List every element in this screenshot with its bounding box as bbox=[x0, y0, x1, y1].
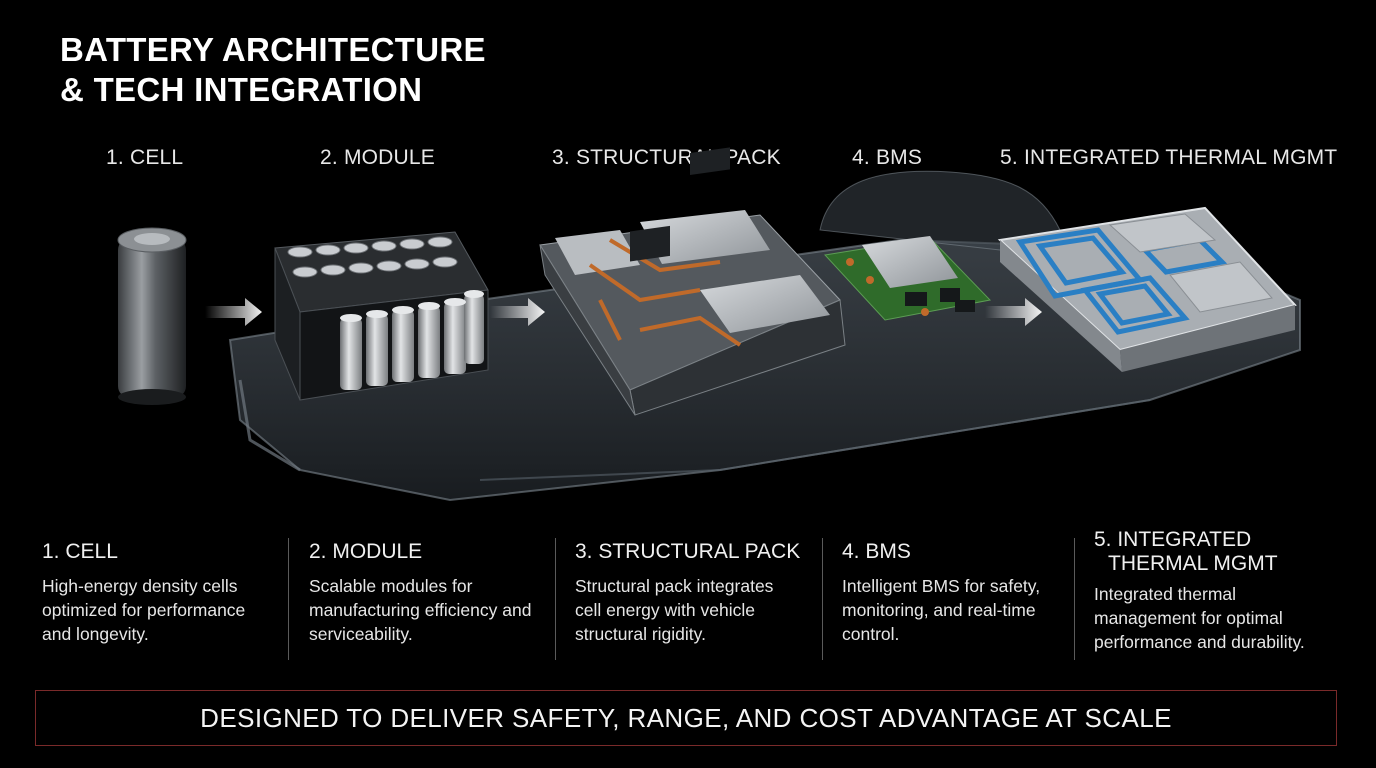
arrow-icon-3 bbox=[985, 298, 1042, 326]
column-divider bbox=[555, 538, 556, 660]
bms-board-illustration bbox=[824, 236, 992, 321]
stage-label-bms: 4. BMS bbox=[852, 146, 923, 169]
page-title: BATTERY ARCHITECTURE & TECH INTEGRATION bbox=[60, 30, 486, 110]
summary-banner-text: DESIGNED TO DELIVER SAFETY, RANGE, AND C… bbox=[200, 702, 1172, 733]
page-title-line-2: & TECH INTEGRATION bbox=[60, 71, 423, 108]
cell-illustration bbox=[117, 227, 187, 405]
description-text-structural-pack: Structural pack integrates cell energy w… bbox=[575, 576, 774, 644]
stage-label-thermal-mgmt: 5. INTEGRATED THERMAL MGMT bbox=[1000, 146, 1338, 169]
stage-label-module: 2. MODULE bbox=[320, 146, 435, 169]
description-structural-pack: 3. STRUCTURAL PACK Structural pack integ… bbox=[575, 540, 800, 660]
description-heading-structural-pack: 3. STRUCTURAL PACK bbox=[575, 540, 801, 563]
column-divider bbox=[822, 538, 823, 660]
description-heading-thermal-mgmt-line-1: 5. INTEGRATED bbox=[1094, 528, 1252, 551]
description-text-module: Scalable modules for manufacturing effic… bbox=[309, 576, 532, 644]
description-text-cell: High-energy density cells optimized for … bbox=[42, 576, 246, 644]
description-heading-bms: 4. BMS bbox=[842, 540, 911, 563]
structural-pack-illustration bbox=[539, 147, 846, 416]
description-thermal-mgmt: 5. INTEGRATED THERMAL MGMT Integrated th… bbox=[1094, 528, 1339, 652]
column-divider bbox=[288, 538, 289, 660]
battery-architecture-illustration bbox=[117, 147, 1301, 502]
module-illustration bbox=[274, 231, 489, 401]
description-bms: 4. BMS Intelligent BMS for safety, monit… bbox=[842, 540, 1067, 660]
description-heading-cell: 1. CELL bbox=[42, 540, 118, 563]
flow-arrows bbox=[205, 298, 1042, 326]
description-heading-module: 2. MODULE bbox=[309, 540, 423, 563]
summary-banner: DESIGNED TO DELIVER SAFETY, RANGE, AND C… bbox=[35, 690, 1337, 746]
page-title-line-1: BATTERY ARCHITECTURE bbox=[60, 31, 486, 68]
description-cell: 1. CELL High-energy density cells optimi… bbox=[42, 540, 277, 660]
description-module: 2. MODULE Scalable modules for manufactu… bbox=[309, 540, 534, 660]
stage-label-cell: 1. CELL bbox=[106, 146, 184, 169]
arrow-icon-2 bbox=[490, 298, 545, 326]
description-heading-thermal-mgmt-line-2: THERMAL MGMT bbox=[1108, 552, 1278, 575]
description-text-bms: Intelligent BMS for safety, monitoring, … bbox=[842, 576, 1041, 644]
description-text-thermal-mgmt: Integrated thermal management for optima… bbox=[1094, 584, 1305, 652]
column-divider bbox=[1074, 538, 1075, 660]
thermal-plate-illustration bbox=[997, 206, 1297, 372]
arrow-icon-1 bbox=[205, 298, 262, 326]
